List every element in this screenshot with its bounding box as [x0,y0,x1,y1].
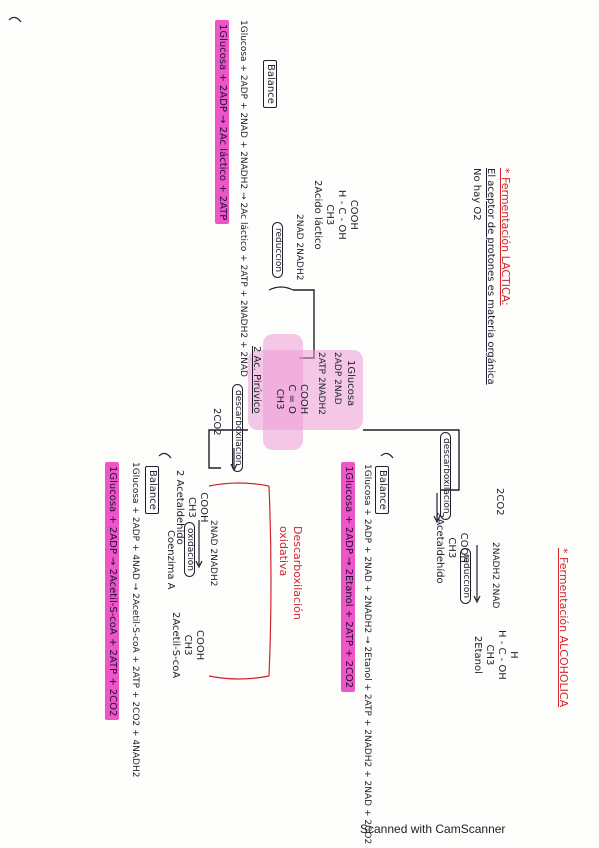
alcoholic-ch3: CH3 [446,537,457,559]
alcoholic-reduccion-oval: reducción [460,548,471,605]
lactic-ch3: CH3 [324,204,335,226]
oxidative-title-2: oxidativa [277,526,290,577]
center-piruvico: 2 Ac. Pirúvico [251,346,262,414]
alcoholic-balance-eq: 1Glucosa + 2ADP + 2NAD + 2NADH2 → 2Etano… [362,464,372,845]
arrow-lactic-reduccion [268,286,294,291]
alcoholic-ch3b: CH3 [484,644,495,666]
scanner-watermark: Scanned with CamScanner [360,822,506,836]
lactic-result-eq: 1Glucosa + 2ADP → 2Ac láctico + 2ATP [215,20,229,225]
oxidative-balance-label: Balance [145,466,159,514]
lactic-title: * Fermentación LACTICA: [499,168,512,306]
hook-alcoholic [380,452,394,459]
oxidative-title-1: Descarboxilación [291,526,304,620]
lactic-balance-eq: 1Glucosa + 2ADP + 2NAD + 2NADH2 → 2Ac lá… [238,20,248,377]
center-adp-nad: 2ADP 2NAD [332,352,342,405]
center-glucosa: 1Glucosa [345,360,356,407]
alcoholic-result-eq: 1Glucosa + 2ADP → 2Etanol + 2ATP + 2CO2 [341,462,355,693]
oxidative-coenzima: Coenzima A [165,530,176,590]
connector-alcoholic [439,429,460,491]
oxidative-acetil-structure: COOH CH3 2Acetil-S-coA [169,612,205,678]
oxidative-co2: 2CO2 [211,408,222,436]
lactic-nad-nadh: 2NAD 2NADH2 [294,214,304,281]
alcoholic-h: H [508,651,519,659]
oxidative-decarb-oval: descarboxilación [232,384,243,472]
center-piruvate-structure: COOH C = O CH3 [273,384,309,414]
alcoholic-title: * Fermentación ALCOHOLICA [557,548,570,708]
connector-oxidative [208,429,248,469]
lactic-balance-label: Balance [263,60,277,108]
oxidative-balance-eq: 1Glucosa + 2ADP + 4NAD → 2Acetil-S-coA +… [130,462,140,778]
alcoholic-co2: 2CO2 [494,488,505,516]
alcoholic-nadh-nad: 2NADH2 2NAD [490,542,500,609]
center-atp-nadh: 2ATP 2NADH2 [316,352,326,416]
alcoholic-hcoh: H - C - OH [496,630,507,680]
red-bracket [208,482,272,680]
lactic-hcoh: H - C - OH [336,189,347,240]
hook-oxidative [158,452,172,459]
alcoholic-ethanol-structure: H H - C - OH CH3 2Etanol [471,630,519,680]
lactic-acid-structure: COOH H - C - OH CH3 2Acido láctico [311,180,359,250]
oxidative-acetil: 2Acetil-S-coA [170,612,181,679]
lactic-reduccion-oval: reducción [272,222,283,279]
oxidative-ch3b: CH3 [182,634,193,656]
alcoholic-acetaldehido: 2Acetaldehído [434,512,445,584]
alcoholic-etanol: 2Etanol [472,635,483,674]
lactic-line2: No hay O2 [471,168,482,221]
center-cooh: COOH [298,384,309,415]
oxidative-nad-nadh: 2NAD 2NADH2 [208,520,218,587]
oxidative-oxidacion-oval: oxidación [184,522,195,577]
alcoholic-balance-label: Balance [375,466,389,514]
oxidative-result-eq: 1Glucosa + 2ADP → 2Acetil-S-coA + 2ATP +… [105,462,119,721]
center-co: C = O [286,384,297,414]
center-ch3: CH3 [274,388,285,410]
lactic-acido: 2Acido láctico [312,180,323,250]
oxidative-cooh2: COOH [194,629,205,661]
lactic-cooh: COOH [348,199,359,230]
alcoholic-decarb-oval: descarboxilación [440,432,451,520]
hook-lactic [8,16,22,23]
lactic-line1: El aceptor de protones es materia orgáni… [485,168,496,385]
